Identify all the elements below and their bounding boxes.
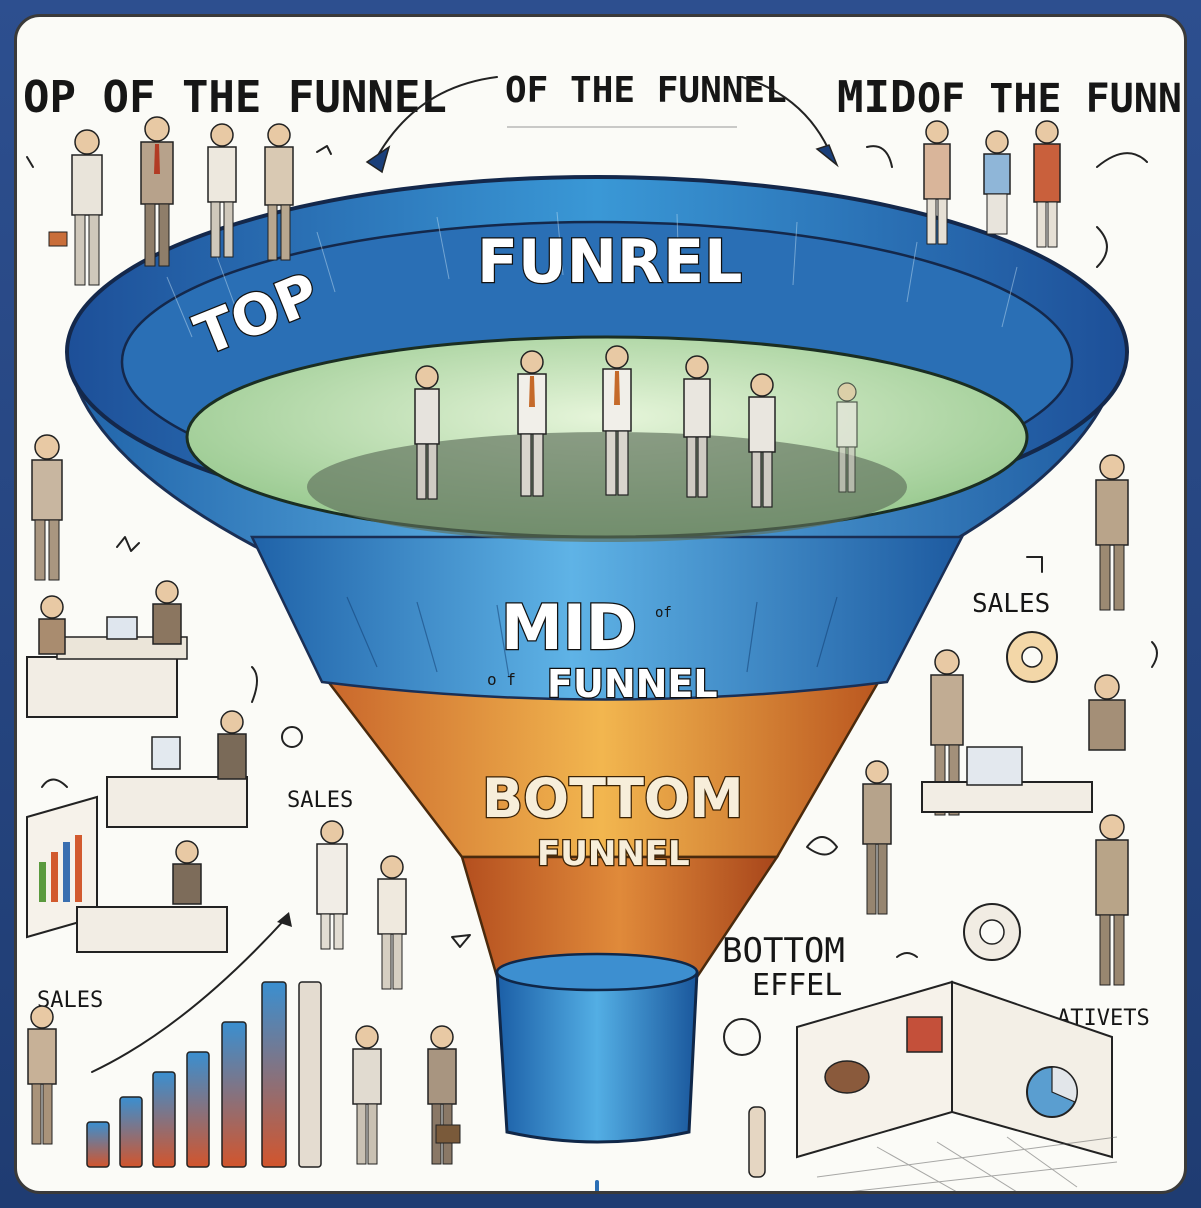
arrow-left-curve — [376, 76, 498, 158]
heading-mid-of-funnel: OF THE FUNNEL — [917, 76, 1187, 122]
people-top-right — [866, 120, 1148, 268]
label-sales-right: SALES — [972, 589, 1050, 619]
funnel-label-mid: MID — [501, 591, 637, 664]
label-bottom-effel-b: EFFEL — [752, 968, 842, 1003]
funnel-label-mid-small: of — [655, 605, 672, 621]
arrow-left-head — [365, 145, 391, 174]
laptop-icon — [966, 746, 1023, 786]
at-sign-icon — [723, 1018, 761, 1056]
bottom-left-bar-chart: SALES — [27, 912, 461, 1168]
funnel-label-bottom-funnel: FUNNEL — [537, 834, 690, 874]
right-side-scenes: SALES BOTTOM EFFEL ATIVETS — [722, 454, 1150, 1191]
funnel-mid-band — [250, 535, 965, 701]
funnel-label-bottom: BOTTOM — [482, 767, 744, 830]
funnel-illustration: TOP FUNREL MID of o f FUNNEL BOTTOM FUNN… — [23, 70, 1187, 1191]
heading-center-of-funnel: OF THE FUNNEL — [505, 70, 787, 111]
heading-top-of-funnel: OP OF THE FUNNEL — [23, 72, 447, 123]
people-top-left — [26, 116, 332, 286]
dashboard-panel-left — [796, 980, 953, 1159]
arrow-right-head — [815, 144, 839, 168]
label-sales-left: SALES — [287, 788, 353, 813]
funnel-spout — [495, 970, 699, 1144]
people-inside-funnel — [414, 345, 858, 508]
funnel-label-mid-funnel: FUNNEL — [547, 662, 718, 706]
arrow-right-curve — [741, 76, 833, 158]
illustration-card: TOP FUNREL MID of o f FUNNEL BOTTOM FUNN… — [14, 14, 1187, 1194]
funnel-label-funrel: FUNREL — [477, 227, 742, 297]
heading-mid-label: MID — [837, 72, 916, 123]
funnel-label-mid-small-b: o f — [487, 670, 516, 689]
label-bottom-effel-a: BOTTOM — [722, 931, 845, 971]
left-side-scenes: SALES — [26, 434, 407, 990]
dashboard-panel-right — [951, 980, 1113, 1159]
